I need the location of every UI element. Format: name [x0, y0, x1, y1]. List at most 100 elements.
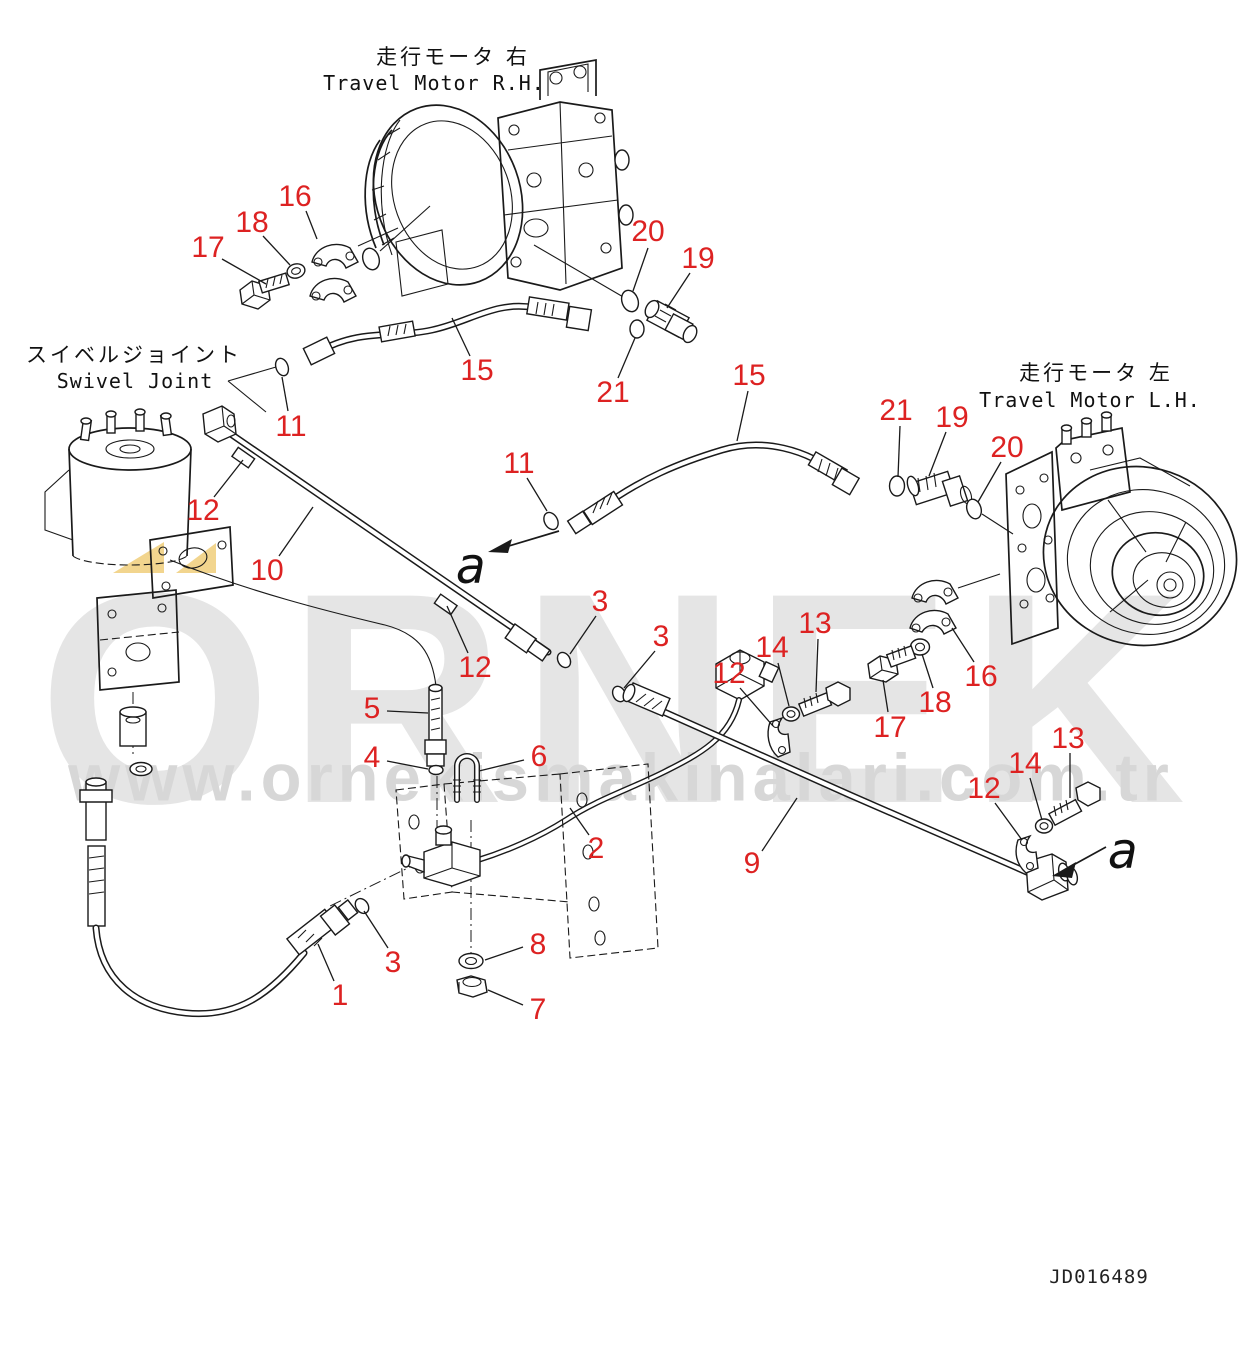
- callout-12: 12: [458, 651, 492, 684]
- callout-20: 20: [990, 431, 1024, 464]
- leader-line-18: [921, 653, 934, 689]
- oring-20-left: [620, 289, 640, 313]
- travel-motor-rh-title-en: Travel Motor R.H.: [323, 71, 545, 95]
- oring-21-left: [629, 319, 645, 339]
- callout-4: 4: [363, 741, 381, 774]
- leader-line-19: [666, 272, 691, 309]
- leader-line-15: [451, 317, 471, 357]
- oring-20-right: [965, 498, 983, 520]
- hose-1: [79, 777, 359, 1018]
- leader-line-17: [882, 679, 889, 713]
- tube-2: [475, 649, 780, 863]
- tube-10: [202, 405, 552, 662]
- leader-line-12: [446, 605, 469, 654]
- callout-14: 14: [755, 631, 789, 664]
- leader-line-12: [739, 687, 774, 727]
- travel-motor-lh-title-jp: 走行モータ 左: [1019, 361, 1173, 385]
- leader-line-9: [761, 797, 798, 852]
- view-arrow-a-right: [1052, 846, 1107, 878]
- leader-line-14: [1029, 777, 1043, 821]
- routing-line: [169, 559, 437, 687]
- leader-line-17: [221, 258, 267, 285]
- watermark-url: www.ornekismakinalari.com.tr: [68, 740, 1174, 816]
- callout-5: 5: [363, 692, 381, 725]
- travel-motor-rh-title-jp: 走行モータ 右: [376, 45, 530, 69]
- swivel-joint-title-en: Swivel Joint: [56, 369, 214, 393]
- callout-11: 11: [503, 447, 535, 480]
- leader-line-14: [777, 662, 790, 707]
- callout-7: 7: [529, 993, 547, 1026]
- leader-line-20: [632, 247, 649, 292]
- leader-line-2: [569, 807, 590, 836]
- washer-8: [458, 952, 484, 970]
- figure-number: JD016489: [1049, 1266, 1149, 1288]
- swivel-joint-drawing: [44, 366, 277, 691]
- callout-19: 19: [935, 401, 969, 434]
- swivel-joint-fittings: [119, 692, 153, 777]
- callout-12: 12: [967, 772, 1001, 805]
- callout-20: 20: [631, 215, 665, 248]
- oring-21-right: [888, 475, 906, 497]
- leader-line-4: [386, 760, 429, 770]
- travel-motor-rh-drawing: [364, 58, 634, 299]
- callout-12: 12: [712, 657, 746, 690]
- callout-10: 10: [250, 554, 284, 587]
- callout-3: 3: [384, 946, 402, 979]
- callout-15: 15: [732, 359, 766, 392]
- callout-13: 13: [798, 607, 832, 640]
- callout-17: 17: [191, 231, 225, 264]
- view-letter-a: a: [1107, 822, 1139, 880]
- bolt-5: [424, 683, 447, 767]
- hose-15-left: [302, 296, 593, 366]
- plug-fitting-19-right: [906, 470, 973, 508]
- leader-line-21: [897, 425, 901, 478]
- view-arrow-a-center: [488, 530, 560, 553]
- leader-line-11: [281, 376, 289, 412]
- swivel-joint-title-jp: スイベルジョイント: [26, 343, 242, 367]
- leader-line-3: [363, 910, 389, 949]
- callout-12: 12: [186, 494, 220, 527]
- u-bolt-6: [453, 753, 481, 803]
- callout-3: 3: [652, 620, 670, 653]
- leader-line-15: [736, 390, 749, 442]
- callout-14: 14: [1008, 747, 1042, 780]
- view-letter-a: a: [455, 537, 487, 595]
- leader-line-18: [262, 235, 291, 266]
- clamp-parts-tube-9: [1015, 781, 1101, 874]
- callout-6: 6: [530, 740, 548, 773]
- clamp-parts-lh: [767, 573, 1001, 758]
- leader-line-12: [994, 802, 1023, 841]
- block-fitting: [401, 825, 481, 887]
- callout-13: 13: [1051, 722, 1085, 755]
- leader-line-1: [317, 943, 335, 982]
- callout-19: 19: [681, 242, 715, 275]
- leader-line-5: [386, 710, 429, 714]
- callout-18: 18: [235, 206, 269, 239]
- leader-line-16: [951, 627, 975, 663]
- hose-15-right: [566, 441, 861, 535]
- travel-motor-lh-drawing: [1005, 411, 1238, 647]
- leader-line-3: [623, 650, 656, 689]
- callout-9: 9: [743, 847, 761, 880]
- leader-line-8: [484, 946, 524, 961]
- callout-16: 16: [964, 660, 998, 693]
- callout-8: 8: [529, 928, 547, 961]
- oring-11-left: [274, 357, 290, 377]
- callout-11: 11: [275, 410, 307, 443]
- leader-line-16: [305, 210, 318, 240]
- oring-3-a: [556, 651, 572, 669]
- bracket-plate: [329, 688, 659, 959]
- callout-21: 21: [879, 394, 913, 427]
- nut-7: [456, 975, 488, 998]
- elbow-fitting-19-left: [644, 299, 698, 344]
- leader-line-7: [487, 989, 524, 1006]
- leader-line-13: [815, 638, 819, 693]
- travel-motor-lh-title-en: Travel Motor L.H.: [979, 388, 1201, 412]
- clamp-parts-rh: [239, 227, 399, 310]
- callout-21: 21: [596, 376, 630, 409]
- callout-17: 17: [873, 711, 907, 744]
- leader-line-3: [569, 615, 597, 655]
- leader-line-10: [278, 506, 314, 557]
- callout-16: 16: [278, 180, 312, 213]
